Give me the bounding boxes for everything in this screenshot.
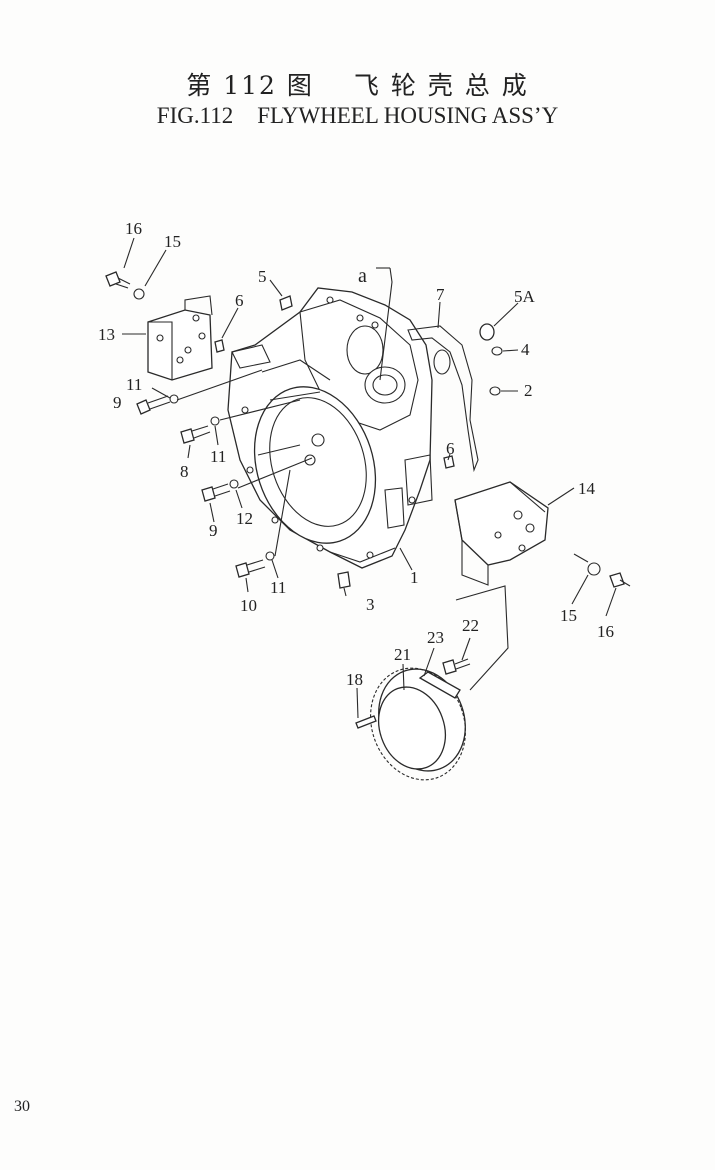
title-chinese: 第 112 图 飞 轮 壳 总 成 <box>0 66 715 102</box>
callout-1: 1 <box>410 568 419 587</box>
callout-9: 9 <box>113 393 122 412</box>
o-ring-2 <box>489 386 501 396</box>
page-number: 30 <box>14 1098 30 1115</box>
callout-6-b: 6 <box>446 439 455 458</box>
plug <box>279 295 293 311</box>
callout-11: 11 <box>126 375 142 394</box>
callout-7: 7 <box>436 285 445 304</box>
callout-16-b: 16 <box>597 622 614 641</box>
callout-23: 23 <box>427 628 444 647</box>
gasket <box>407 325 479 473</box>
drain-plug <box>337 571 351 589</box>
callout-15-b: 15 <box>560 606 577 625</box>
callout-11-c: 11 <box>270 578 286 597</box>
washer <box>210 416 220 426</box>
bolt <box>609 572 631 588</box>
callout-4: 4 <box>521 340 530 359</box>
washer <box>133 288 145 300</box>
callout-14: 14 <box>578 479 596 498</box>
callout-18: 18 <box>346 670 363 689</box>
washer <box>169 394 179 404</box>
callout-10: 10 <box>240 596 257 615</box>
assembly-name-cn: 飞 轮 壳 总 成 <box>353 71 529 100</box>
bolt <box>105 271 131 289</box>
callout-16: 16 <box>125 219 142 238</box>
flywheel-housing <box>227 287 433 569</box>
callout-a: a <box>358 265 367 287</box>
assembly-name-en: FLYWHEEL HOUSING ASS’Y <box>257 103 559 128</box>
bolt <box>442 658 471 675</box>
gasket-hole <box>433 349 451 375</box>
washer <box>587 562 601 576</box>
figure-number-en: FIG.112 <box>156 103 234 128</box>
callout-12: 12 <box>236 509 253 528</box>
callout-9-b: 9 <box>209 521 218 540</box>
callout-2: 2 <box>524 381 533 400</box>
bracket-left <box>147 295 213 381</box>
callout-8: 8 <box>180 462 189 481</box>
title-english: FIG.112 FLYWHEEL HOUSING ASS’Y <box>0 103 715 129</box>
callout-5a: 5A <box>514 287 536 306</box>
bolt <box>180 425 211 444</box>
callout-5: 5 <box>258 267 267 286</box>
pin <box>355 715 377 729</box>
bolt <box>201 483 231 502</box>
callout-11-b: 11 <box>210 447 226 466</box>
bolt <box>136 395 171 415</box>
callout-labels: 16 15 13 5 6 a 7 5A 4 2 11 9 8 11 6 12 9… <box>98 219 614 689</box>
dowel-pin <box>214 339 225 353</box>
callout-15: 15 <box>164 232 181 251</box>
washer <box>265 551 275 561</box>
callout-22: 22 <box>462 616 479 635</box>
o-ring-4 <box>491 346 503 356</box>
leader-lines <box>122 237 617 719</box>
plug-5a <box>479 323 495 341</box>
callout-6: 6 <box>235 291 244 310</box>
figure-number-cn: 第 112 图 <box>186 71 314 100</box>
washer <box>229 479 239 489</box>
callout-3: 3 <box>366 595 375 614</box>
bolt <box>235 559 266 578</box>
callout-21: 21 <box>394 645 411 664</box>
ring-gear <box>370 667 466 781</box>
bracket-right <box>454 481 549 586</box>
lock-plate <box>418 671 461 699</box>
callout-13: 13 <box>98 325 115 344</box>
